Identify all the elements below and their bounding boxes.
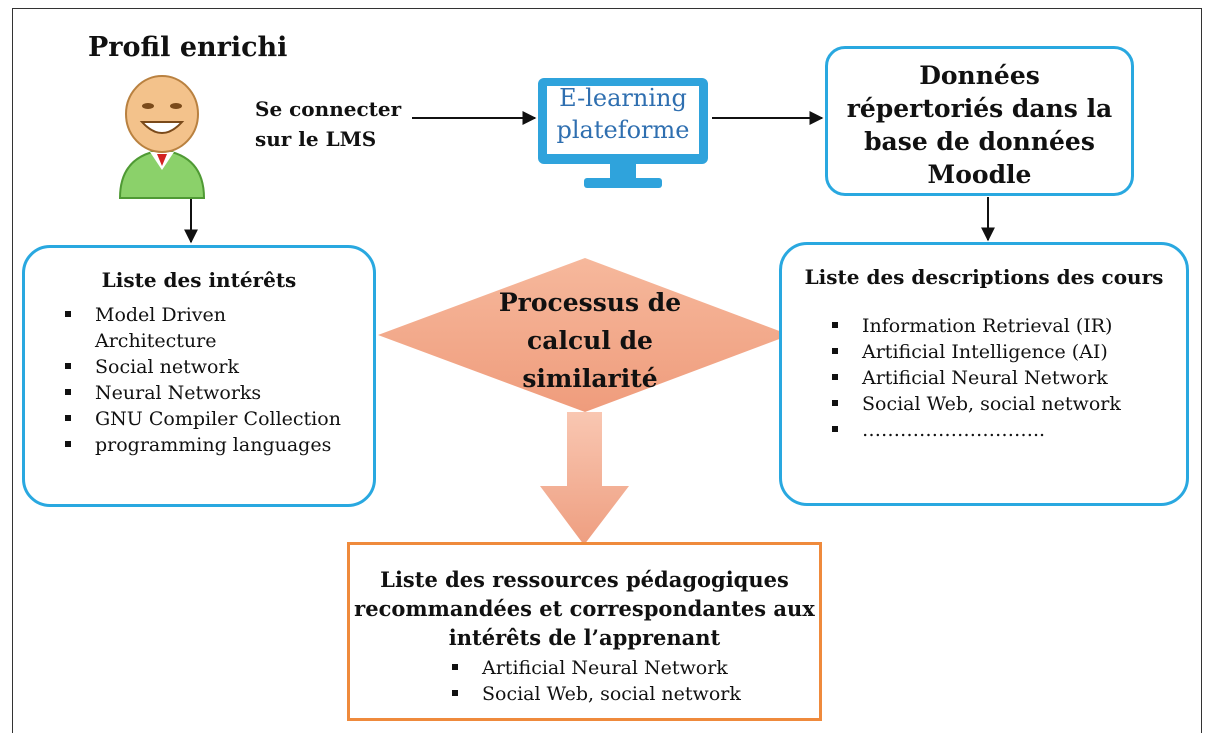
bullet-icon xyxy=(65,311,71,317)
recommendations-list: Artificial Neural Network Social Web, so… xyxy=(448,655,741,707)
bullet-icon xyxy=(832,374,838,380)
bullet-icon xyxy=(65,389,71,395)
platform-label-line2: plateforme xyxy=(556,116,690,144)
profile-title: Profil enrichi xyxy=(88,32,288,63)
interests-box: Liste des intérêts Model Driven Architec… xyxy=(22,245,376,507)
list-item: Artificial Intelligence (AI) xyxy=(828,339,1121,365)
list-item: Model Driven xyxy=(61,302,341,328)
list-item: Social network xyxy=(61,354,341,380)
arrow-process-to-result xyxy=(540,412,629,545)
moodle-line1: Données xyxy=(919,61,1040,90)
interests-list: Model Driven Architecture Social network… xyxy=(61,302,341,458)
process-line2: calcul de xyxy=(527,326,653,355)
list-item: Artificial Neural Network xyxy=(448,655,741,681)
process-diamond xyxy=(378,258,790,412)
courses-title: Liste des descriptions des cours xyxy=(804,265,1164,289)
interests-title: Liste des intérêts xyxy=(101,268,297,292)
list-item: Social Web, social network xyxy=(828,391,1121,417)
courses-list: Information Retrieval (IR) Artificial In… xyxy=(828,313,1121,443)
recommendations-line3: intérêts de l’apprenant xyxy=(448,625,721,650)
recommendations-title: Liste des ressources pédagogiques recomm… xyxy=(350,565,819,652)
platform-label: E-learning plateforme xyxy=(543,82,703,146)
bullet-icon xyxy=(452,664,458,670)
bullet-icon xyxy=(832,322,838,328)
list-item: Social Web, social network xyxy=(448,681,741,707)
recommendations-line1: Liste des ressources pédagogiques xyxy=(380,567,789,592)
frame-left-border xyxy=(12,8,13,733)
list-item: Artificial Neural Network xyxy=(828,365,1121,391)
bullet-icon xyxy=(65,415,71,421)
connect-label: Se connecter sur le LMS xyxy=(255,94,401,154)
list-item-continuation: Architecture xyxy=(95,330,217,352)
bullet-icon xyxy=(65,441,71,447)
moodle-line2: répertoriés dans la xyxy=(846,94,1113,123)
recommendations-box: Liste des ressources pédagogiques recomm… xyxy=(347,542,822,721)
process-line1: Processus de xyxy=(498,288,682,317)
connect-label-line1: Se connecter xyxy=(255,97,402,121)
list-item: Neural Networks xyxy=(61,380,341,406)
connect-label-line2: sur le LMS xyxy=(255,127,377,151)
bullet-icon xyxy=(832,400,838,406)
moodle-line4: Moodle xyxy=(927,160,1032,189)
process-label: Processus de calcul de similarité xyxy=(470,284,710,398)
platform-label-line1: E-learning xyxy=(559,84,687,112)
list-item: Information Retrieval (IR) xyxy=(828,313,1121,339)
frame-top-border xyxy=(12,8,1202,9)
bullet-icon xyxy=(65,363,71,369)
moodle-database-box: Données répertoriés dans la base de donn… xyxy=(825,46,1134,196)
monitor-icon xyxy=(538,78,708,188)
bullet-icon xyxy=(832,348,838,354)
courses-box: Liste des descriptions des cours Informa… xyxy=(779,242,1189,506)
list-item: GNU Compiler Collection xyxy=(61,406,341,432)
list-item: programming languages xyxy=(61,432,341,458)
process-line3: similarité xyxy=(522,364,658,393)
bullet-icon xyxy=(832,426,838,432)
bullet-icon xyxy=(452,690,458,696)
list-item: ……………………….. xyxy=(828,417,1121,443)
moodle-line3: base de données xyxy=(864,127,1095,156)
recommendations-line2: recommandées et correspondantes aux xyxy=(354,596,815,621)
frame-right-border xyxy=(1201,8,1202,733)
user-avatar-icon xyxy=(118,75,206,199)
